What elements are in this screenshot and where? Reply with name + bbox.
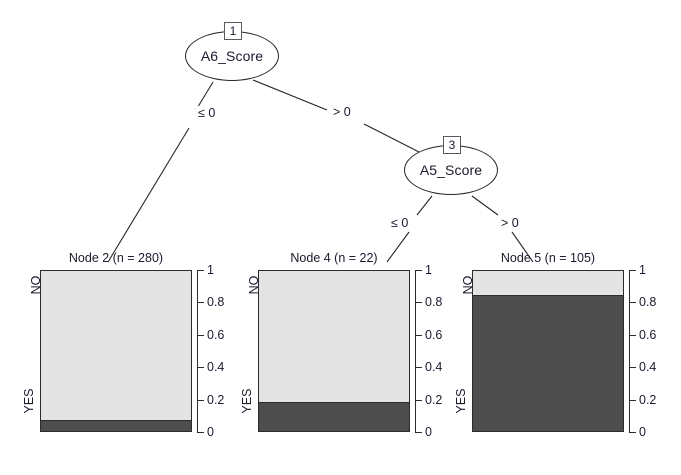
inner-node-1-id: 1 (224, 22, 242, 40)
terminal-node-5-bar (472, 270, 624, 432)
axis-tick-label: 0.8 (639, 295, 657, 310)
terminal-node-2-cat-yes: YES (22, 388, 36, 414)
axis-tick-label: 0.8 (425, 295, 443, 310)
terminal-node-4-bar (258, 270, 410, 432)
axis-tick (197, 302, 204, 304)
axis-line (629, 270, 630, 432)
terminal-node-5-cat-yes: YES (454, 388, 468, 414)
axis-line (415, 270, 416, 432)
axis-tick-label: 0.6 (425, 327, 443, 342)
axis-tick-label: 0.4 (425, 360, 443, 375)
axis-tick (415, 270, 422, 271)
terminal-node-2-segment-yes (41, 419, 191, 431)
axis-tick-label: 0.8 (207, 295, 225, 310)
terminal-node-4[interactable]: Node 4 (n = 22) NO YES 1 0.8 0.6 0.4 0.2… (240, 251, 442, 439)
axis-tick-label: 1 (207, 263, 214, 277)
terminal-node-4-title: Node 4 (n = 22) (290, 251, 378, 265)
axis-tick (415, 399, 422, 401)
axis-tick-label: 0.2 (425, 392, 443, 407)
axis-line (197, 270, 198, 432)
axis-tick (197, 270, 204, 271)
axis-tick (197, 399, 204, 401)
axis-tick (629, 399, 636, 401)
axis-tick (629, 302, 636, 304)
axis-tick-label: 0 (425, 425, 432, 439)
axis-tick-label: 0.4 (207, 360, 225, 375)
axis-tick (415, 432, 422, 433)
terminal-node-4-segment-yes (259, 402, 409, 431)
terminal-node-4-cat-no: NO (247, 275, 261, 295)
axis-tick-label: 0 (639, 425, 646, 439)
axis-tick (197, 367, 204, 369)
axis-tick (415, 367, 422, 369)
inner-node-1-label: A6_Score (200, 48, 264, 64)
inner-node-1[interactable]: A6_Score 1 (185, 22, 281, 83)
terminal-node-5-segment-yes (473, 295, 623, 431)
axis-tick (629, 334, 636, 336)
axis-tick (629, 432, 636, 433)
axis-tick-label: 0.2 (207, 392, 225, 407)
axis-tick-label: 0.6 (207, 327, 225, 342)
axis-tick (415, 334, 422, 336)
terminal-node-4-cat-yes: YES (240, 388, 254, 414)
edge-label-3-to-4: ≤ 0 (389, 216, 411, 230)
terminal-node-2-bar (40, 270, 192, 432)
axis-tick (629, 270, 636, 271)
axis-tick-label: 0.6 (639, 327, 657, 342)
axis-tick-label: 0.4 (639, 360, 657, 375)
axis-tick (415, 302, 422, 304)
terminal-node-5-cat-no: NO (461, 275, 475, 295)
inner-node-3-id: 3 (443, 136, 461, 154)
terminal-node-5[interactable]: Node 5 (n = 105) NO YES 1 0.8 0.6 0.4 0.… (454, 251, 656, 439)
terminal-node-5-title: Node 5 (n = 105) (500, 251, 596, 265)
edge-label-1-to-2: ≤ 0 (196, 106, 218, 120)
edge-label-1-to-3: > 0 (331, 105, 353, 119)
axis-tick (197, 432, 204, 433)
axis-tick-label: 0.2 (639, 392, 657, 407)
terminal-node-2-title: Node 2 (n = 280) (68, 251, 164, 265)
axis-tick (629, 367, 636, 369)
axis-tick-label: 1 (639, 263, 646, 277)
edge-label-3-to-5: > 0 (499, 216, 521, 230)
inner-node-3[interactable]: A5_Score 3 (404, 136, 500, 197)
axis-tick-label: 1 (425, 263, 432, 277)
terminal-node-2[interactable]: Node 2 (n = 280) NO YES 1 0.8 0.6 0.4 0.… (22, 251, 224, 439)
axis-tick-label: 0 (207, 425, 214, 439)
axis-tick (197, 334, 204, 336)
terminal-node-2-cat-no: NO (29, 275, 43, 295)
inner-node-3-label: A5_Score (419, 162, 483, 178)
